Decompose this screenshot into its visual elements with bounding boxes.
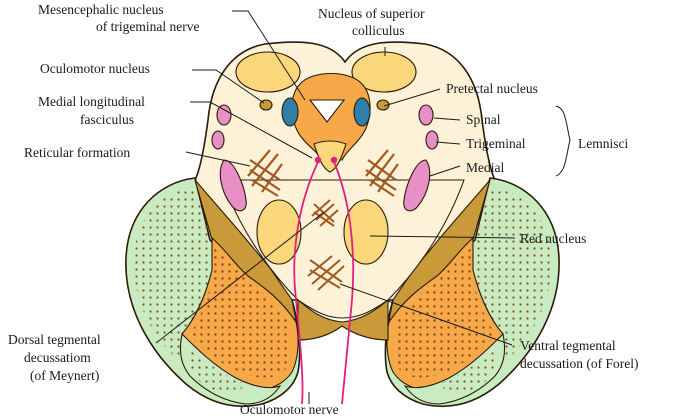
trigeminal-lemniscus-left (211, 130, 225, 150)
right-crus-cerebri (384, 177, 560, 407)
label-ventral-1: Ventral tegmental (520, 338, 616, 353)
medial-lemniscus-right (403, 159, 431, 212)
label-dorsal-2: decussatiom (24, 350, 91, 365)
superior-colliculus-right (351, 51, 417, 93)
dorsal-tegmental-decussation (311, 199, 339, 227)
leader-lines (155, 10, 571, 404)
interpeduncular-region (297, 298, 389, 341)
red-nucleus-right (343, 199, 389, 265)
medial-lemniscus-left (219, 159, 247, 212)
mesencephalic-nucleus-left (281, 97, 299, 127)
label-medial: Medial (466, 160, 504, 175)
spinal-lemniscus-left (216, 104, 232, 126)
ventral-tegmental-decussation (307, 255, 345, 291)
cerebral-aqueduct (308, 99, 346, 123)
mlf-left (314, 156, 322, 164)
label-spinal: Spinal (466, 112, 501, 127)
reticular-formation-right (365, 149, 399, 197)
reticular-formation-left (247, 149, 283, 197)
oculomotor-nerve-right (333, 161, 355, 405)
label-superior-colliculus-2: colliculus (352, 23, 405, 38)
label-mlf-1: Medial longitudinal (38, 94, 145, 109)
label-red-nucleus: Red nucleus (520, 231, 586, 246)
trigeminal-lemniscus-right (425, 130, 439, 150)
superior-colliculus-left (235, 51, 301, 93)
oculomotor-nerve-left (293, 161, 319, 405)
label-dorsal-3: (of Meynert) (30, 368, 99, 383)
label-reticular-formation: Reticular formation (24, 145, 130, 160)
label-oculomotor-nucleus: Oculomotor nucleus (40, 61, 150, 76)
left-crus-cerebri (125, 177, 301, 407)
label-dorsal-1: Dorsal tegmental (8, 332, 101, 347)
label-mesencephalic-2: of trigeminal nerve (96, 19, 199, 34)
mesencephalic-nucleus-right (353, 97, 371, 127)
label-oculomotor-nerve: Oculomotor nerve (240, 402, 339, 417)
label-ventral-2: decussation (of Forel) (520, 356, 638, 371)
label-pretectal-nucleus: Pretectal nucleus (446, 81, 538, 96)
label-superior-colliculus-1: Nucleus of superior (318, 6, 425, 21)
label-mesencephalic-1: Mesencephalic nucleus (38, 2, 164, 17)
spinal-lemniscus-right (418, 104, 434, 126)
red-nucleus-left (256, 199, 302, 265)
label-trigeminal: Trigeminal (466, 136, 526, 151)
label-lemnisci: Lemnisci (578, 136, 628, 151)
mlf-right (330, 156, 338, 164)
label-mlf-2: fasciculus (80, 112, 134, 127)
